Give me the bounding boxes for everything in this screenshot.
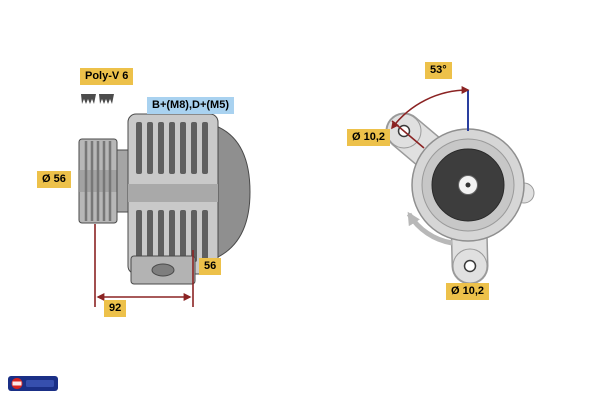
mounting-hole-bottom bbox=[463, 259, 477, 273]
belt-type-label: Poly-V 6 bbox=[80, 68, 134, 85]
angle-arc bbox=[391, 86, 470, 130]
depth-dimension-label: 56 bbox=[199, 258, 222, 275]
dimension-lines-side bbox=[94, 224, 194, 307]
brand-logo bbox=[8, 376, 58, 391]
bottom-hole-diameter-label: Ø 10,2 bbox=[446, 283, 490, 300]
top-hole-diameter-label: Ø 10,2 bbox=[347, 129, 391, 146]
terminals-label: B+(M8),D+(M5) bbox=[147, 97, 235, 114]
length-dimension-label: 92 bbox=[104, 300, 127, 317]
mounting-foot-hole bbox=[151, 263, 175, 277]
cooling-fins-bottom bbox=[136, 210, 208, 262]
shaft-center bbox=[465, 182, 471, 188]
pulley-diameter-label: Ø 56 bbox=[37, 171, 71, 188]
belt-profile-icon bbox=[81, 94, 114, 104]
rear-cover bbox=[215, 125, 251, 259]
alternator-side-view bbox=[78, 94, 251, 307]
angle-label: 53° bbox=[425, 62, 452, 79]
alternator-housing bbox=[127, 113, 251, 285]
alternator-rear-view bbox=[385, 86, 535, 285]
rotation-arrow-icon bbox=[406, 211, 453, 246]
cooling-fins-top bbox=[136, 122, 208, 174]
pulley bbox=[78, 138, 118, 224]
shaft-collar bbox=[116, 149, 130, 213]
